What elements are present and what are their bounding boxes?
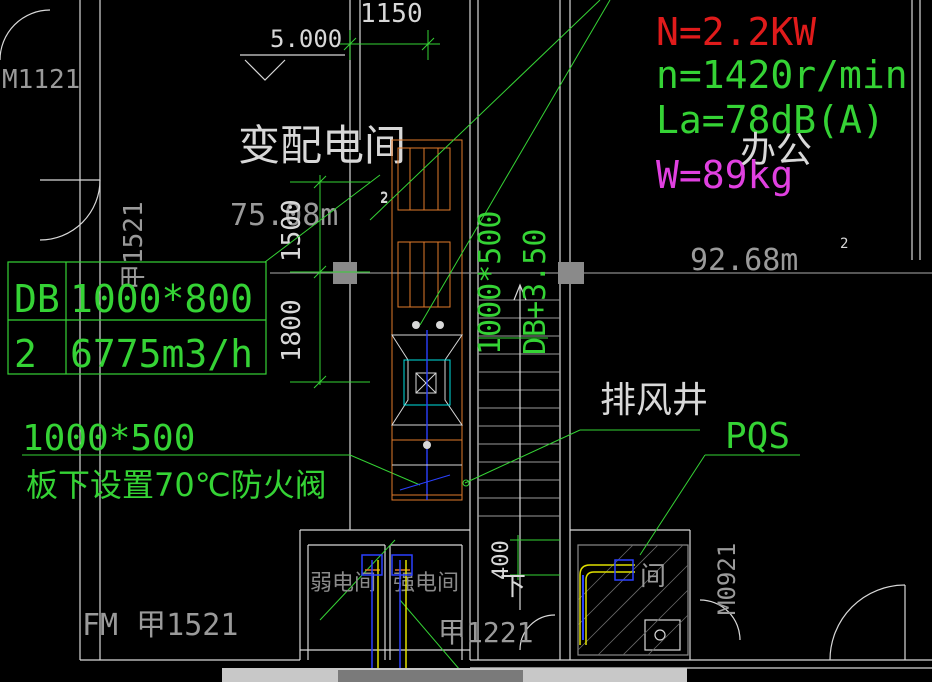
duct-elev-vertical: DB+3.50 <box>518 229 553 355</box>
duct-size-vertical: 1000*500 <box>473 211 508 356</box>
db-table-r2c2: 6775m3/h <box>70 332 253 376</box>
pqs-label: PQS <box>725 416 790 457</box>
duct-note-text: 板下设置70℃防火阀 <box>26 466 327 504</box>
fan-w: W=89kg <box>656 153 793 197</box>
column-left <box>333 262 357 284</box>
door-m0921: M0921 <box>713 543 741 615</box>
dim-1500: 1500 <box>277 199 307 262</box>
door-m1121: M1121 <box>2 65 80 95</box>
column-right <box>558 262 584 284</box>
fan-n: N=2.2KW <box>656 10 816 54</box>
db-table <box>7 261 267 375</box>
shaft-exhaust: 排风井 <box>600 380 708 421</box>
dim-1800: 1800 <box>277 299 307 362</box>
area-right-sup: 2 <box>840 236 848 252</box>
down-label: 下 <box>500 572 526 602</box>
door-fm-left: 甲1521 <box>119 201 149 290</box>
door-bottom-center: 甲1221 <box>438 616 533 649</box>
dim-top-label: 1150 <box>360 0 423 29</box>
fan-icon <box>412 321 444 449</box>
room-small-right: 间 <box>640 562 666 592</box>
leader-lines <box>264 0 800 671</box>
area-left-sup: 2 <box>380 191 388 207</box>
db-table-r1c2: 1000*800 <box>70 277 253 321</box>
db-table-r1c1: DB <box>14 277 60 321</box>
fan-la: La=78dB(A) <box>656 98 885 142</box>
elevation-marker-icon <box>240 54 345 81</box>
db-table-r2c1: 2 <box>14 332 37 376</box>
duct-note-leader <box>349 454 421 486</box>
door-fm-bottom: FM 甲1521 <box>82 608 238 643</box>
duct-note-size: 1000*500 <box>22 418 195 459</box>
room-office: 办公 <box>740 130 812 171</box>
dim-top <box>340 30 440 60</box>
fan-rpm: n=1420r/min <box>656 53 908 97</box>
duct-damper-icon <box>462 479 470 487</box>
dim-400: 400 <box>489 540 514 580</box>
mark-2: 2 <box>380 190 388 206</box>
pipe-right <box>579 564 635 645</box>
pipes-bottom <box>361 554 413 668</box>
elevation-label: 5.000 <box>270 25 342 53</box>
room-transformer: 变配电间 <box>238 121 406 170</box>
area-right: 92.68m <box>690 243 798 278</box>
fan-unit <box>391 139 463 501</box>
dim-vertical <box>290 175 370 389</box>
